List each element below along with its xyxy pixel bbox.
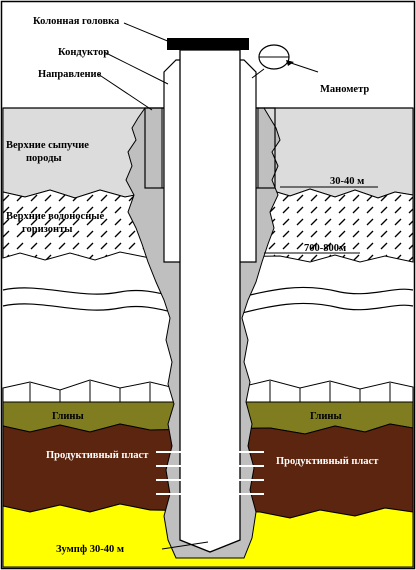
wellhead-cap xyxy=(167,38,249,50)
label-conductor: Кондуктор xyxy=(58,47,109,58)
label-clay-left: Глины xyxy=(52,411,84,422)
production-casing xyxy=(179,49,241,553)
manometer-arrow xyxy=(286,60,294,66)
label-upper-loose-1: Верхние сыпучие xyxy=(6,140,89,151)
label-upper-aquifer-2: горизонты xyxy=(22,224,72,235)
label-depth-2: 700-800м xyxy=(304,243,346,254)
leader-lines xyxy=(97,22,378,550)
label-depth-1: 30-40 м xyxy=(330,176,364,187)
label-manometer: Манометр xyxy=(320,84,369,95)
label-clay-right: Глины xyxy=(310,411,342,422)
label-direction: Направление xyxy=(38,69,102,80)
label-productive-right: Продуктивный пласт xyxy=(276,456,379,467)
label-wellhead: Колонная головка xyxy=(33,16,120,27)
label-upper-loose-2: породы xyxy=(26,153,62,164)
manometer-connector xyxy=(251,68,265,79)
label-upper-aquifer-1: Верхние водоносные xyxy=(6,211,104,222)
label-productive-left: Продуктивный пласт xyxy=(46,450,149,461)
perforations xyxy=(156,451,264,495)
label-sump: Зумпф 30-40 м xyxy=(56,544,124,555)
